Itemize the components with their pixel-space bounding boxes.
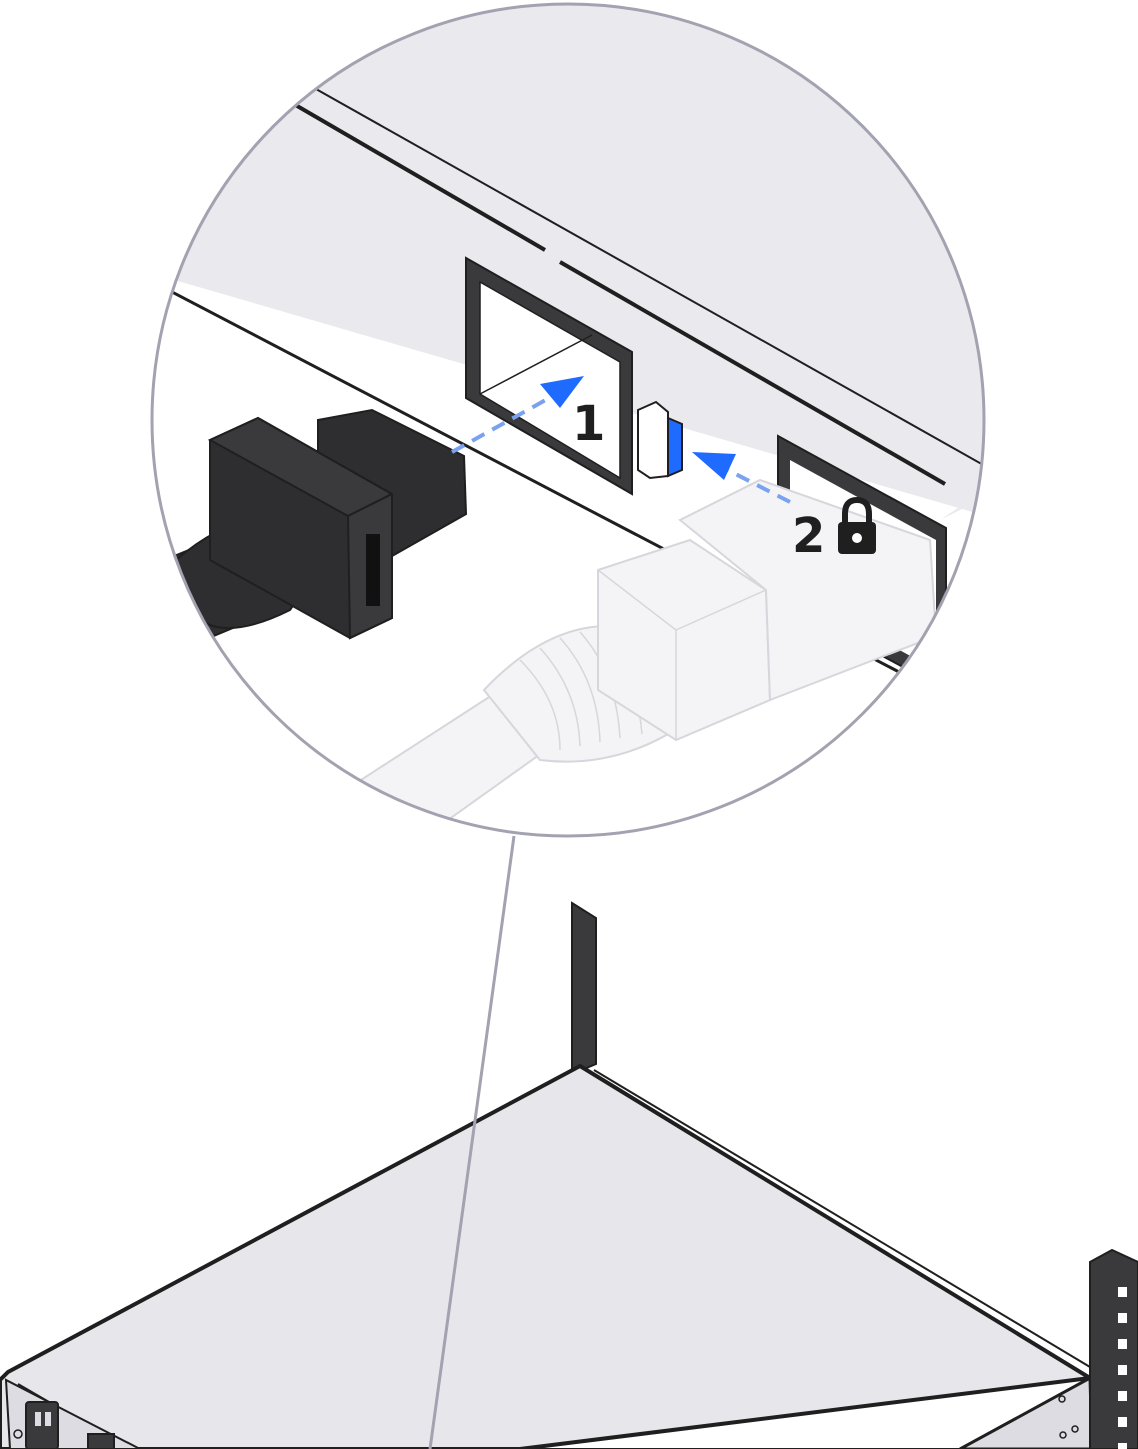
zoom-leader-line [428,835,516,1449]
front-rack-post [1089,1248,1138,1449]
lock-icon [838,496,876,554]
power-outlet [13,1401,59,1449]
step-1-number: 1 [572,396,605,452]
step-1-arrow [451,376,584,454]
step-2-number: 2 [792,508,825,564]
rear-rack-post [571,901,597,1076]
rack-device [0,901,1138,1449]
step-2-arrow [692,452,791,504]
retention-clip [637,400,683,480]
magnified-view: 1 2 [152,4,984,836]
device-top-lid [0,1064,1092,1449]
mounting-screws [1058,1395,1079,1439]
magnifier-outline [150,2,986,838]
power-inlet [87,1433,115,1449]
power-inlet-1 [465,256,633,496]
